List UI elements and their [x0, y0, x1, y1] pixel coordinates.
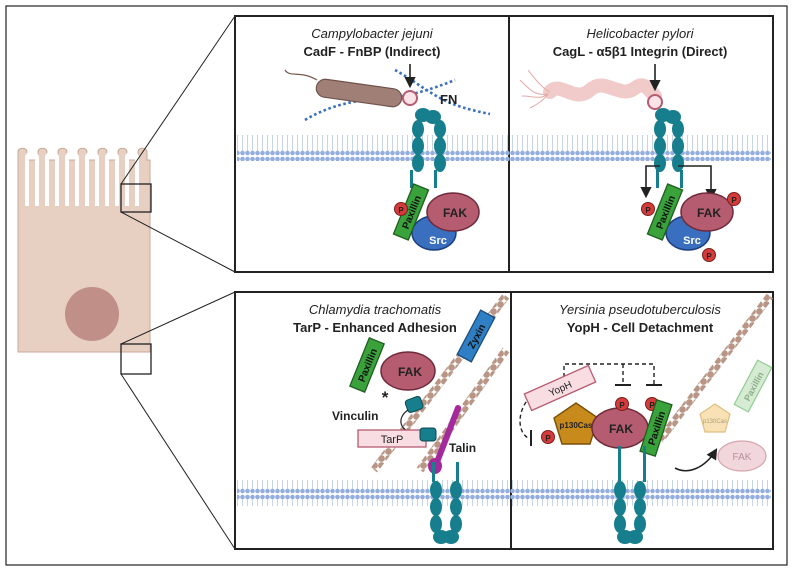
fak-label-faded: FAK [733, 452, 752, 463]
bottom-panel-frame [234, 291, 774, 550]
organism-chlamydia: Chlamydia trachomatis [309, 302, 442, 317]
integrin-3 [430, 462, 462, 544]
asterisk-label: * [382, 388, 389, 407]
integrin-2 [654, 108, 684, 188]
integrin-4 [614, 446, 646, 544]
phospho-label-4: P [706, 252, 712, 261]
helicobacter-bacterium [543, 78, 662, 103]
campylobacter-bacterium [315, 78, 403, 108]
src-label: Src [429, 235, 447, 247]
p130cas-label: p130Cas [560, 421, 593, 430]
panel-campylobacter: Campylobacter jejuni CadF - FnBP (Indire… [284, 26, 491, 251]
p130cas-label-faded: p130Cas [703, 419, 727, 425]
organism-helicobacter: Helicobacter pylori [587, 26, 695, 41]
fak-label-2: FAK [697, 206, 721, 220]
fak-label-3: FAK [398, 365, 422, 379]
phospho-label-6: P [619, 401, 625, 410]
src-label-2: Src [683, 235, 701, 247]
organism-campylobacter: Campylobacter jejuni [311, 26, 434, 41]
mechanism-cadf: CadF - FnBP (Indirect) [304, 44, 441, 59]
zoom-box-apical [120, 183, 152, 213]
p130cas [553, 402, 599, 445]
talin [434, 405, 461, 465]
phospho-label-7: P [649, 401, 655, 410]
phospho-label-2: P [645, 206, 651, 215]
panel-chlamydia: Chlamydia trachomatis TarP - Enhanced Ad… [293, 293, 510, 544]
panel-helicobacter: Helicobacter pylori CagL - α5β1 Integrin… [519, 26, 741, 262]
membrane-top [237, 135, 771, 161]
mechanism-cagl: CagL - α5β1 Integrin (Direct) [553, 44, 728, 59]
organism-yersinia: Yersinia pseudotuberculosis [559, 302, 721, 317]
epithelial-cell [17, 147, 151, 353]
fak-label: FAK [443, 206, 467, 220]
fn-label: FN [440, 92, 457, 107]
vinculin-label: Vinculin [332, 409, 378, 423]
tarp-label: TarP [381, 434, 404, 446]
panel-yersinia: Yersinia pseudotuberculosis YopH - Cell … [519, 293, 774, 544]
yoph-effector: YopH [523, 364, 597, 412]
integrin-1 [410, 108, 446, 188]
mechanism-yoph: YopH - Cell Detachment [567, 320, 714, 335]
detached-complex: p130Cas Paxillin FAK [699, 359, 773, 472]
membrane-bottom [237, 480, 771, 506]
talin-label: Talin [449, 441, 476, 455]
phospho-label-5: P [545, 434, 551, 443]
fak-label-4: FAK [609, 422, 633, 436]
fak-kinase [426, 192, 480, 232]
cadf-adhesin [402, 90, 418, 106]
nucleus [65, 287, 119, 341]
cagl-adhesin [647, 94, 663, 110]
zoom-box-basal [120, 343, 152, 375]
phospho-label: P [398, 206, 404, 215]
phospho-label-3: P [731, 196, 737, 205]
mechanism-tarp: TarP - Enhanced Adhesion [293, 320, 457, 335]
